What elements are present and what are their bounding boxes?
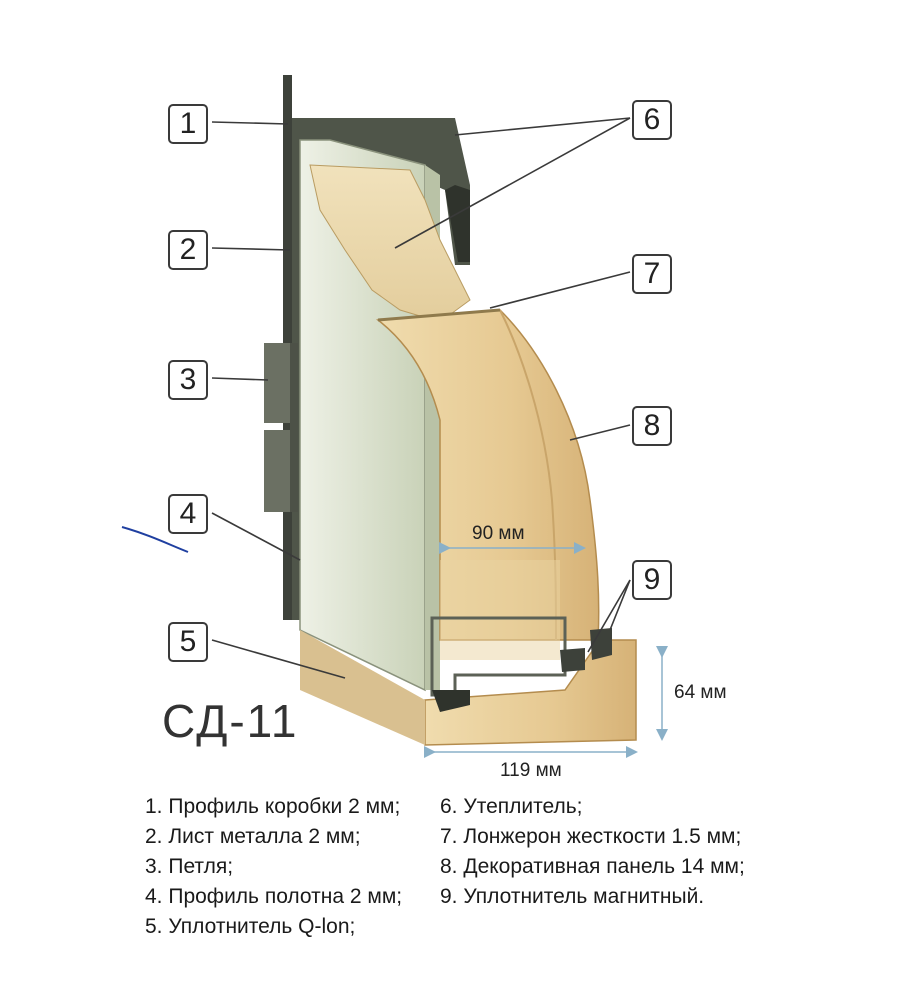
model-title: СД-11 [162, 695, 299, 747]
callout-1: 1 [168, 104, 208, 144]
dimension-label-90: 90 мм [472, 523, 525, 544]
callout-6: 6 [632, 100, 672, 140]
legend-item-5: 5. Уплотнитель Q-lon; [145, 915, 356, 938]
legend-item-9: 9. Уплотнитель магнитный. [440, 885, 705, 908]
pen-mark [121, 526, 189, 553]
legend-item-6: 6. Утеплитель; [440, 795, 583, 818]
callout-3: 3 [168, 360, 208, 400]
legend-item-2: 2. Лист металла 2 мм; [145, 825, 361, 848]
dimension-label-119: 119 мм [500, 760, 562, 781]
callout-8: 8 [632, 406, 672, 446]
leader-lines [211, 117, 631, 679]
dimension-arrows [424, 542, 668, 758]
legend-item-4: 4. Профиль полотна 2 мм; [145, 885, 403, 908]
magnetic-seal [560, 628, 612, 672]
dimension-label-64: 64 мм [674, 682, 727, 703]
legend-item-3: 3. Петля; [145, 855, 234, 878]
legend-item-1: 1. Профиль коробки 2 мм; [145, 795, 401, 818]
callout-9: 9 [632, 560, 672, 600]
hinge [264, 343, 298, 512]
callout-4: 4 [168, 494, 208, 534]
qlon-seal [432, 690, 470, 712]
legend-item-8: 8. Декоративная панель 14 мм; [440, 855, 745, 878]
legend-item-7: 7. Лонжерон жесткости 1.5 мм; [440, 825, 742, 848]
door-leaf-profile [377, 308, 567, 697]
callout-7: 7 [632, 254, 672, 294]
door-cross-section-diagram [121, 75, 668, 758]
callout-5: 5 [168, 622, 208, 662]
decorative-panel [376, 309, 600, 660]
callout-2: 2 [168, 230, 208, 270]
legend-left-column: 1. Профиль коробки 2 мм; 2. Лист металла… [145, 792, 402, 942]
legend-right-column: 6. Утеплитель; 7. Лонжерон жесткости 1.5… [440, 792, 745, 912]
